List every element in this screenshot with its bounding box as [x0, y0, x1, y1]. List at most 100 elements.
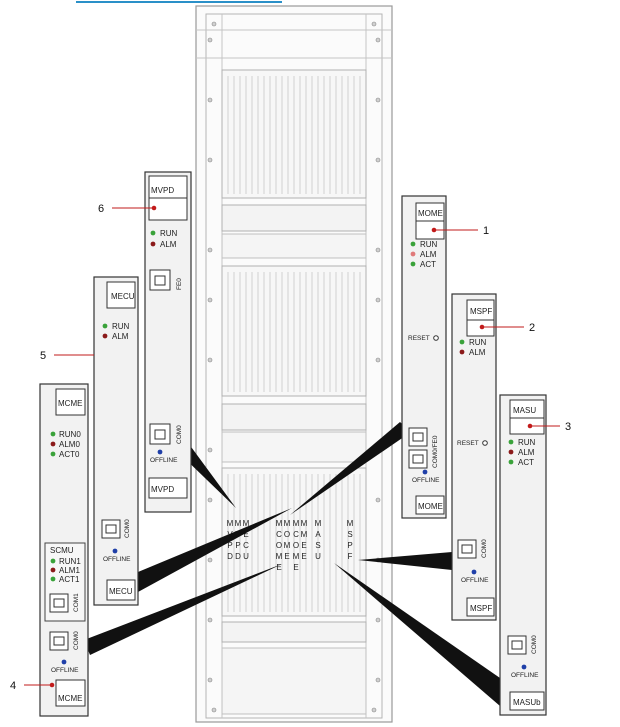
svg-text:RUN: RUN: [420, 240, 438, 249]
svg-text:ALM: ALM: [518, 448, 535, 457]
offline-dot: [157, 449, 163, 455]
slot-label-char: S: [347, 530, 352, 539]
svg-text:RUN: RUN: [160, 229, 178, 238]
svg-text:OFFLINE: OFFLINE: [103, 556, 131, 563]
subrack-1-slots: [227, 76, 361, 194]
svg-text:ALM1: ALM1: [59, 566, 80, 575]
slot-label-char: E: [276, 563, 281, 572]
scmu-top-label: MCME: [58, 399, 82, 408]
slot-label-char: O: [284, 530, 290, 539]
subrack-2-slots: [227, 272, 361, 392]
slot-label-char: M: [243, 519, 250, 528]
svg-text:COM1: COM1: [73, 593, 80, 612]
slot-label-char: E: [284, 552, 289, 561]
callouts: [24, 207, 560, 686]
wedge-scmu: [84, 564, 282, 655]
svg-text:COM0: COM0: [124, 519, 131, 538]
masu-bottom-label: MASUb: [513, 698, 541, 707]
slot-label-char: C: [293, 530, 299, 539]
svg-text:OFFLINE: OFFLINE: [412, 477, 440, 484]
svg-text:RUN0: RUN0: [59, 430, 81, 439]
scmu-sub-label: SCMU: [50, 546, 74, 555]
svg-text:ACT: ACT: [518, 458, 534, 467]
slot-label-char: D: [227, 552, 233, 561]
callout-1: 1: [483, 225, 489, 237]
svg-text:ALM: ALM: [420, 250, 437, 259]
com-port-icon: [408, 427, 428, 447]
ethernet-port-icon: [149, 269, 171, 291]
reset-button-icon: [433, 335, 439, 341]
svg-text:RESET: RESET: [457, 440, 479, 447]
wedge-mecu: [138, 508, 292, 592]
slot-label-char: C: [243, 541, 249, 550]
slot-label-char: E: [301, 541, 306, 550]
slot-label-char: M: [284, 541, 291, 550]
board-masu: MASU RUN ALM ACT COM0 OFFLINE MASUb: [499, 394, 547, 716]
slot-label-char: E: [301, 552, 306, 561]
wedge-masu: [334, 563, 500, 706]
slot-label-char: M: [301, 530, 308, 539]
svg-text:OFFLINE: OFFLINE: [150, 457, 178, 464]
svg-text:RUN1: RUN1: [59, 557, 81, 566]
svg-text:FE0: FE0: [176, 278, 183, 290]
svg-text:RUN: RUN: [112, 322, 130, 331]
callout-2: 2: [529, 322, 535, 334]
callout-3: 3: [565, 421, 571, 433]
com-port-icon: [507, 635, 527, 655]
slot-label-char: U: [315, 552, 321, 561]
slot-label-char: E: [293, 563, 298, 572]
svg-text:ACT1: ACT1: [59, 575, 80, 584]
masu-top-label: MASU: [513, 406, 536, 415]
com-port-icon: [101, 519, 121, 539]
mspf-top-label: MSPF: [470, 307, 492, 316]
slot-label-char: M: [293, 519, 300, 528]
svg-text:OFFLINE: OFFLINE: [511, 672, 539, 679]
slot-label-char: A: [315, 530, 321, 539]
cabinet: [195, 5, 393, 723]
slot-label-char: M: [235, 519, 242, 528]
board-mome: MOME RUN ALM ACT RESET COM0/FE0 OFFLINE …: [401, 195, 447, 519]
slot-label-char: O: [276, 541, 282, 550]
board-scmu: MCME RUN0 ALM0 ACT0 SCMU RUN1 ALM1 ACT1 …: [39, 383, 89, 717]
slot-label-char: U: [243, 552, 249, 561]
slot-label-char: P: [227, 541, 232, 550]
slot-label-char: C: [276, 530, 282, 539]
board-mvpd: MVPD RUN ALM FE0 COM0 OFFLINE MVPD: [144, 171, 192, 513]
slot-label-char: P: [235, 541, 240, 550]
wedge-mspf: [358, 552, 452, 570]
slot-label-char: M: [276, 519, 283, 528]
scmu-bottom-label: MCME: [58, 694, 82, 703]
com-port-icon: [457, 539, 477, 559]
callout-4: 4: [10, 680, 16, 692]
slot-label-char: P: [347, 541, 352, 550]
mvpd-top-label: MVPD: [151, 186, 174, 195]
slot-label-char: M: [227, 519, 234, 528]
svg-text:OFFLINE: OFFLINE: [51, 667, 79, 674]
svg-text:RUN: RUN: [518, 438, 536, 447]
slot-label-char: M: [293, 552, 300, 561]
slot-label-char: O: [293, 541, 299, 550]
mecu-bottom-label: MECU: [109, 587, 133, 596]
slot-label-char: S: [315, 541, 320, 550]
callout-numbers: 1 2 3 4 5 6: [10, 203, 571, 692]
slot-label-char: D: [235, 552, 241, 561]
led-alm: [150, 241, 156, 247]
wedge-mome: [290, 422, 411, 515]
slot-label-char: M: [315, 519, 322, 528]
svg-text:COM0: COM0: [73, 631, 80, 650]
mome-top-label: MOME: [418, 209, 443, 218]
slot-label-char: M: [347, 519, 354, 528]
callout-6: 6: [98, 203, 104, 215]
slot-label-char: M: [301, 519, 308, 528]
slot-label-char: E: [243, 530, 248, 539]
slot-label-char: F: [348, 552, 353, 561]
svg-text:ACT0: ACT0: [59, 450, 80, 459]
slot-label-char: M: [276, 552, 283, 561]
board-mspf: MSPF RUN ALM RESET COM0 OFFLINE MSPF: [451, 293, 497, 621]
svg-text:COM0/FE0: COM0/FE0: [432, 435, 439, 468]
slot-label-char: M: [284, 519, 291, 528]
svg-text:ALM: ALM: [469, 348, 486, 357]
mvpd-bottom-label: MVPD: [151, 485, 174, 494]
led-run: [150, 230, 156, 236]
com-port-icon: [149, 423, 171, 445]
